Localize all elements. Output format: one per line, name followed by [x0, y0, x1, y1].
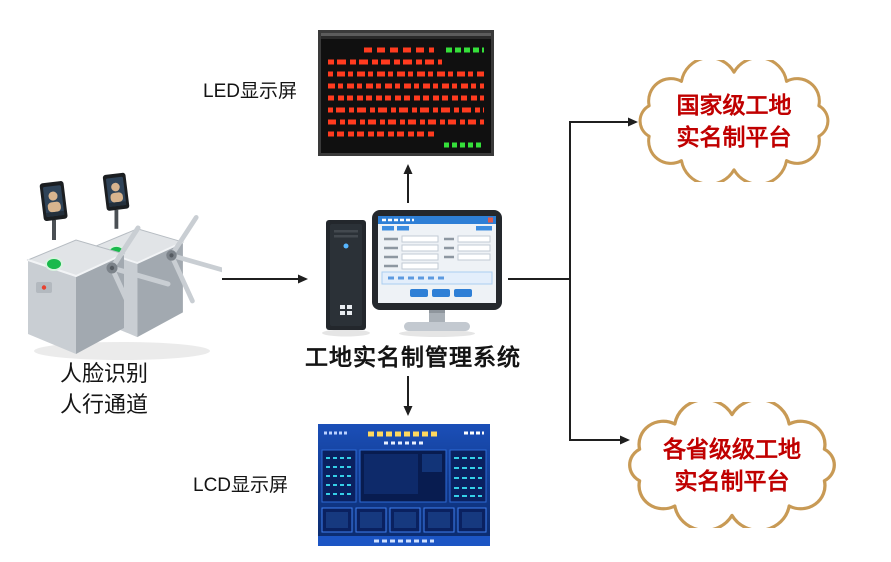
lcd-display-image [318, 424, 490, 546]
cloud-provincial-text: 各省级级工地 实名制平台 [622, 402, 842, 528]
cloud-national-text: 国家级工地 实名制平台 [633, 60, 835, 182]
gate-caption: 人脸识别 人行通道 [60, 358, 148, 420]
lcd-display-label: LCD显示屏 [193, 475, 289, 496]
gate-caption-line1: 人脸识别 [60, 361, 149, 386]
management-system-label: 工地实名制管理系统 [305, 344, 521, 370]
led-display-image [318, 30, 494, 156]
cloud-shape [638, 60, 830, 182]
cloud-provincial-platform: 各省级级工地 实名制平台 [622, 402, 842, 528]
turnstile-gates-image [22, 168, 222, 366]
cloud-provincial-line2: 实名制平台 [674, 468, 790, 494]
led-display-label: LED显示屏 [203, 81, 297, 102]
cloud-provincial-line1: 各省级级工地 [663, 436, 801, 462]
management-system-computer-image [318, 202, 506, 344]
gate-caption-line2: 人行通道 [60, 392, 149, 417]
cloud-national-line2: 实名制平台 [676, 124, 792, 150]
cloud-shape [628, 402, 836, 528]
windows-logo-icon [340, 305, 352, 315]
cloud-national-line1: 国家级工地 [676, 92, 792, 118]
cloud-national-platform: 国家级工地 实名制平台 [633, 60, 835, 182]
